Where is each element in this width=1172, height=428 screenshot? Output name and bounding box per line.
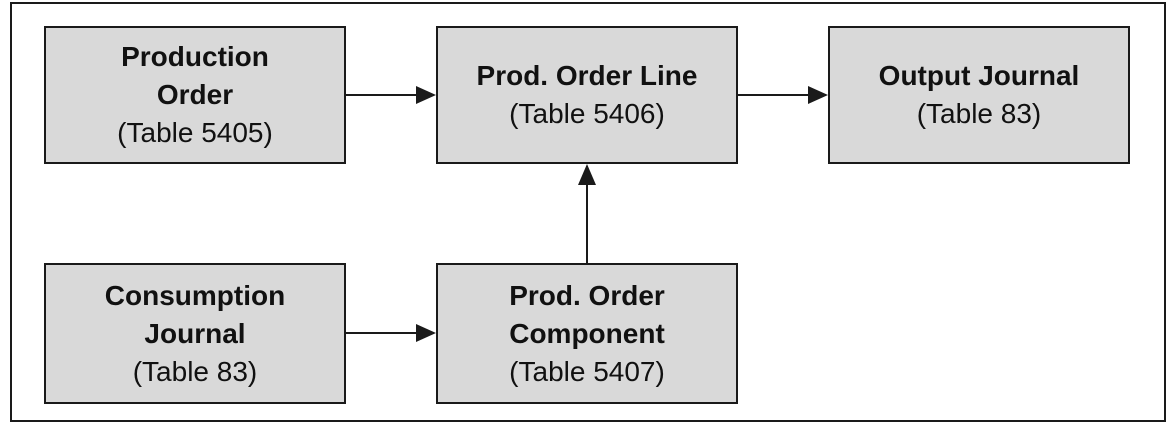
node-subtitle: (Table 5407) [509, 355, 665, 387]
node-subtitle: (Table 5405) [117, 117, 273, 148]
node-consumption-journal: Consumption Journal (Table 83) [44, 263, 346, 404]
node-production-order: Production Order (Table 5405) [44, 26, 346, 164]
node-subtitle: (Table 83) [132, 355, 258, 387]
node-subtitle: (Table 5406) [509, 98, 665, 129]
node-title: Production Order [121, 41, 269, 110]
node-output-journal: Output Journal (Table 83) [828, 26, 1130, 164]
diagram-frame [10, 2, 1166, 422]
node-title: Consumption Journal [104, 279, 286, 349]
node-title: Prod. Order Line [476, 60, 698, 91]
node-subtitle: (Table 83) [916, 98, 1042, 129]
node-title: Output Journal [878, 60, 1080, 91]
node-prod-order-line: Prod. Order Line (Table 5406) [436, 26, 738, 164]
node-title: Prod. Order Component [509, 279, 665, 349]
node-prod-order-component: Prod. Order Component (Table 5407) [436, 263, 738, 404]
